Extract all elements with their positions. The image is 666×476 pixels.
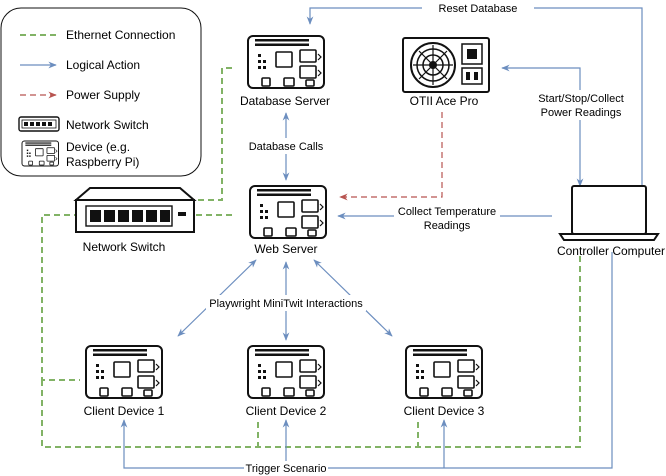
label-collect-temp-2: Readings — [424, 220, 471, 232]
label-playwright: Playwright MiniTwit Interactions — [209, 298, 363, 310]
controller-label: Controller Computer — [557, 244, 665, 258]
label-trigger-scenario: Trigger Scenario — [246, 463, 327, 475]
client-device-2-icon — [247, 345, 325, 399]
edge-trigger-client1 — [120, 252, 613, 469]
web-server-label: Web Server — [254, 242, 317, 256]
legend-switch-label: Network Switch — [66, 118, 149, 132]
client-device-1-icon — [85, 345, 163, 399]
legend: Ethernet Connection Logical Action Power… — [0, 7, 202, 177]
database-server-label: Database Server — [240, 94, 330, 108]
client-device-2-label: Client Device 2 — [246, 404, 327, 418]
client-device-2-node: Client Device 2 — [246, 345, 327, 418]
database-server-node: Database Server — [240, 35, 330, 108]
ethernet-bus — [41, 252, 581, 448]
edge-power-supply — [339, 112, 443, 201]
controller-node: Controller Computer — [557, 185, 665, 258]
label-start-stop-1: Start/Stop/Collect — [538, 93, 624, 105]
client-device-1-label: Client Device 1 — [84, 404, 165, 418]
legend-device-label: Device (e.g. — [66, 140, 130, 154]
legend-logical-label: Logical Action — [66, 58, 140, 72]
web-server-icon — [249, 185, 327, 239]
ethernet-db-switch — [194, 67, 232, 201]
client-device-3-icon — [405, 345, 483, 399]
legend-ethernet-label: Ethernet Connection — [66, 28, 175, 42]
client-device-3-label: Client Device 3 — [404, 404, 485, 418]
label-collect-temp-1: Collect Temperature — [398, 206, 496, 218]
laptop-icon — [558, 185, 660, 241]
legend-power-label: Power Supply — [66, 88, 140, 102]
label-database-calls: Database Calls — [249, 141, 324, 153]
ethernet-connections — [41, 67, 581, 448]
web-server-node: Web Server — [249, 185, 327, 256]
client-device-3-node: Client Device 3 — [404, 345, 485, 418]
ethernet-switch-client1 — [41, 214, 120, 381]
network-switch-label: Network Switch — [83, 240, 166, 254]
legend-switch-icon — [18, 116, 60, 132]
legend-device-label-2: Raspberry Pi) — [66, 155, 139, 169]
otii-icon — [402, 37, 490, 93]
label-reset-database: Reset Database — [439, 3, 518, 15]
network-switch-node: Network Switch — [73, 187, 197, 254]
legend-device-icon — [21, 140, 59, 167]
edge-start-stop — [501, 64, 584, 187]
database-server-icon — [247, 35, 325, 89]
label-start-stop-2: Power Readings — [541, 107, 622, 119]
network-switch-icon — [73, 187, 197, 233]
client-device-1-node: Client Device 1 — [84, 345, 165, 418]
otii-node: OTII Ace Pro — [402, 37, 490, 108]
otii-label: OTII Ace Pro — [410, 94, 479, 108]
